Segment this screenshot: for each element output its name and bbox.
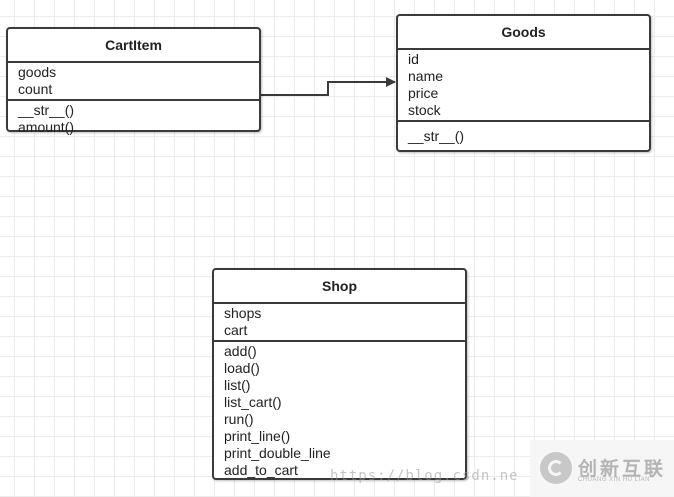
watermark-url: https://blog.csdn.ne bbox=[330, 468, 519, 484]
class-goods-title: Goods bbox=[398, 16, 649, 50]
class-cartitem-title: CartItem bbox=[8, 29, 259, 63]
method: list_cart() bbox=[224, 394, 282, 410]
method: run() bbox=[224, 411, 254, 427]
logo-icon bbox=[540, 452, 572, 484]
method: add_to_cart bbox=[224, 462, 298, 478]
method: add() bbox=[224, 343, 257, 359]
method: print_double_line bbox=[224, 445, 331, 461]
logo-text: 创新互联 bbox=[578, 459, 667, 480]
brand-logo: 创新互联 CHUANG XIN HU LIAN bbox=[530, 440, 674, 497]
attribute: goods bbox=[18, 64, 57, 80]
class-shop-methods: add() load() list() list_cart() run() pr… bbox=[214, 340, 465, 480]
class-goods-attributes: id name price stock bbox=[398, 50, 649, 120]
method: __str__() bbox=[18, 102, 75, 118]
class-cartitem-methods: __str__() amount() bbox=[8, 99, 259, 137]
method: list() bbox=[224, 377, 251, 393]
class-cartitem[interactable]: CartItem goods count __str__() amount() bbox=[6, 27, 261, 135]
method: amount() bbox=[18, 119, 75, 135]
attribute: id bbox=[408, 51, 419, 67]
attribute: stock bbox=[408, 102, 441, 118]
attribute: count bbox=[18, 81, 53, 97]
method: print_line() bbox=[224, 428, 291, 444]
association-arrow-cartitem-goods[interactable] bbox=[261, 77, 396, 96]
attribute: cart bbox=[224, 322, 248, 338]
method: load() bbox=[224, 360, 260, 376]
attribute: shops bbox=[224, 305, 262, 321]
class-goods-methods: __str__() bbox=[398, 120, 649, 145]
class-cartitem-attributes: goods count bbox=[8, 63, 259, 99]
attribute: name bbox=[408, 68, 444, 84]
logo-subtext: CHUANG XIN HU LIAN bbox=[578, 477, 651, 483]
class-shop-title: Shop bbox=[214, 270, 465, 304]
class-shop[interactable]: Shop shops cart add() load() list() list… bbox=[212, 268, 467, 480]
attribute: price bbox=[408, 85, 439, 101]
method: __str__() bbox=[408, 128, 465, 144]
class-shop-attributes: shops cart bbox=[214, 304, 465, 340]
class-goods[interactable]: Goods id name price stock __str__() bbox=[396, 14, 651, 152]
